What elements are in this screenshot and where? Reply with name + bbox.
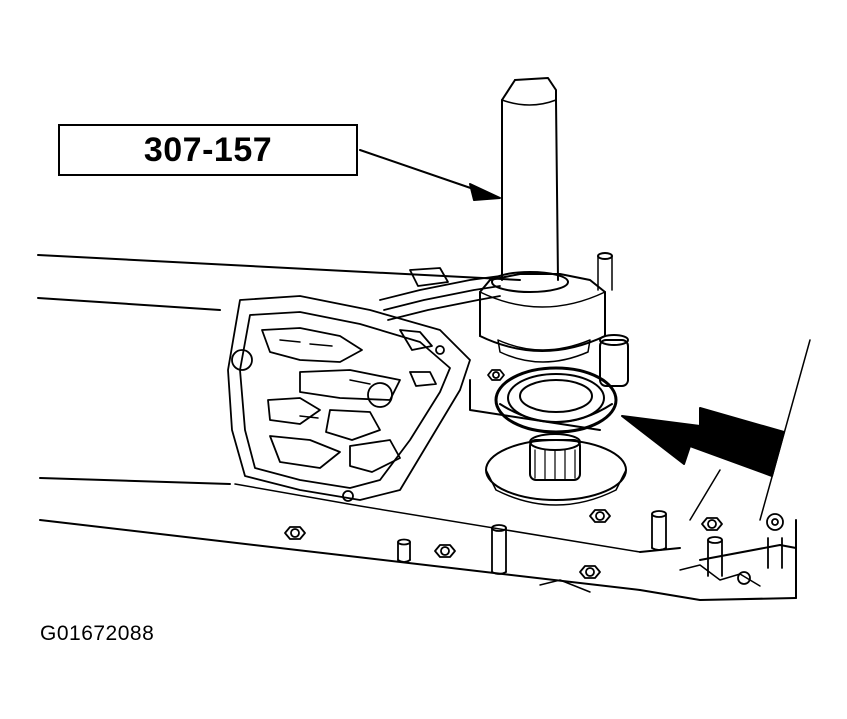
dowel-pins xyxy=(397,510,783,577)
bolt xyxy=(284,526,306,540)
shaft-bore xyxy=(485,433,627,506)
tool-callout-box: 307-157 xyxy=(58,124,358,176)
figure-id-label: G01672088 xyxy=(40,622,155,645)
solenoid xyxy=(599,334,629,387)
bolt xyxy=(579,565,601,579)
background-lines xyxy=(689,339,811,521)
bolt xyxy=(589,509,611,523)
bolts xyxy=(284,369,784,585)
install-direction-arrow xyxy=(621,407,785,477)
callout-leader xyxy=(359,149,501,201)
valve-body xyxy=(227,295,471,502)
bolt xyxy=(434,544,456,558)
bolt xyxy=(701,517,723,531)
bolt xyxy=(487,369,505,381)
wire-harness xyxy=(379,267,501,321)
installer-tool xyxy=(479,77,613,363)
tool-number-label: 307-157 xyxy=(143,130,273,169)
transmission-case xyxy=(37,254,797,601)
seal-ring xyxy=(494,366,618,434)
